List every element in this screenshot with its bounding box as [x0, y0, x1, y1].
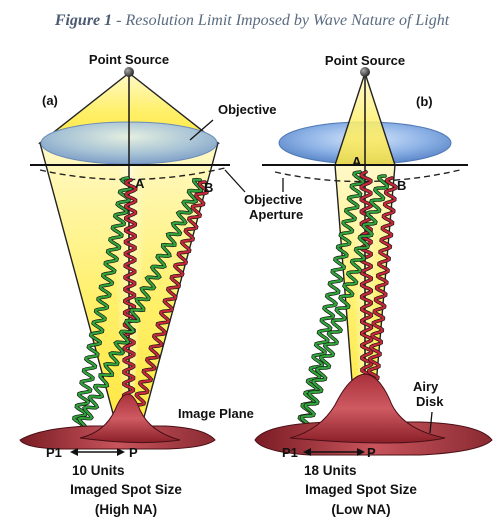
panel-b-units-label: 18 Units [304, 463, 357, 478]
image-plane-label: Image Plane [178, 406, 254, 421]
airy-disk-label-line2: Disk [416, 394, 444, 409]
panel-a-green-wave-b [72, 178, 203, 442]
figure-number: Figure 1 [54, 12, 112, 29]
panel-a-point-source-label: Point Source [89, 52, 169, 67]
panel-b-p-label: P [367, 445, 376, 460]
airy-disk-leader [429, 411, 433, 434]
panel-b-point-source-dot [360, 67, 370, 77]
panel-b-point-a-label: A [352, 154, 362, 169]
panel-a-arrow-left-head [70, 448, 78, 456]
panel-b-spot-size-label: Imaged Spot Size [305, 482, 417, 497]
panel-b-green-wave-a [295, 170, 365, 442]
panel-b-arrow-right-head [357, 448, 365, 456]
panel-b: Point Source (b) A B Airy Disk P1 P 18 U… [254, 53, 493, 517]
panel-a-spot-size-label: Imaged Spot Size [70, 482, 182, 497]
panel-a-point-source-dot [124, 67, 134, 77]
airy-disk-label-line1: Airy [413, 379, 439, 394]
panel-b-point-b-label: B [397, 178, 406, 193]
panel-b-green-wave-b [296, 174, 389, 442]
panel-b-airy-peak [289, 373, 446, 444]
panel-a-p-label: P [129, 445, 138, 460]
panel-a: Point Source (a) Objective A B Objective… [19, 52, 303, 517]
panel-a-green-wave-a [70, 176, 133, 442]
figure-title-text: - Resolution Limit Imposed by Wave Natur… [112, 12, 450, 29]
panel-a-airy-peak [79, 393, 181, 444]
panel-a-red-wave-b [124, 180, 209, 442]
aperture-label-line1: Objective [244, 192, 303, 207]
panel-a-tag: (a) [42, 93, 58, 108]
panel-b-na-label: (Low NA) [331, 502, 390, 517]
panel-a-na-label: (High NA) [95, 502, 157, 517]
panel-b-arrow-left-head [303, 448, 311, 456]
panel-a-p1-label: P1 [46, 445, 62, 460]
objective-label: Objective [218, 102, 277, 117]
panel-a-point-a-label: A [135, 176, 145, 191]
panel-a-objective-leader [189, 119, 214, 141]
figure-title: Figure 1 - Resolution Limit Imposed by W… [54, 12, 450, 29]
panel-a-arrow-right-head [117, 448, 125, 456]
panel-b-point-source-label: Point Source [325, 53, 405, 68]
panel-b-wavefront-arc [274, 169, 461, 183]
aperture-label-line2: Aperture [249, 207, 303, 222]
panel-a-point-b-label: B [204, 180, 213, 195]
panel-b-p1-label: P1 [282, 445, 298, 460]
panel-b-tag: (b) [416, 94, 433, 109]
aperture-leader-left [224, 169, 246, 193]
panel-a-units-label: 10 Units [72, 463, 125, 478]
